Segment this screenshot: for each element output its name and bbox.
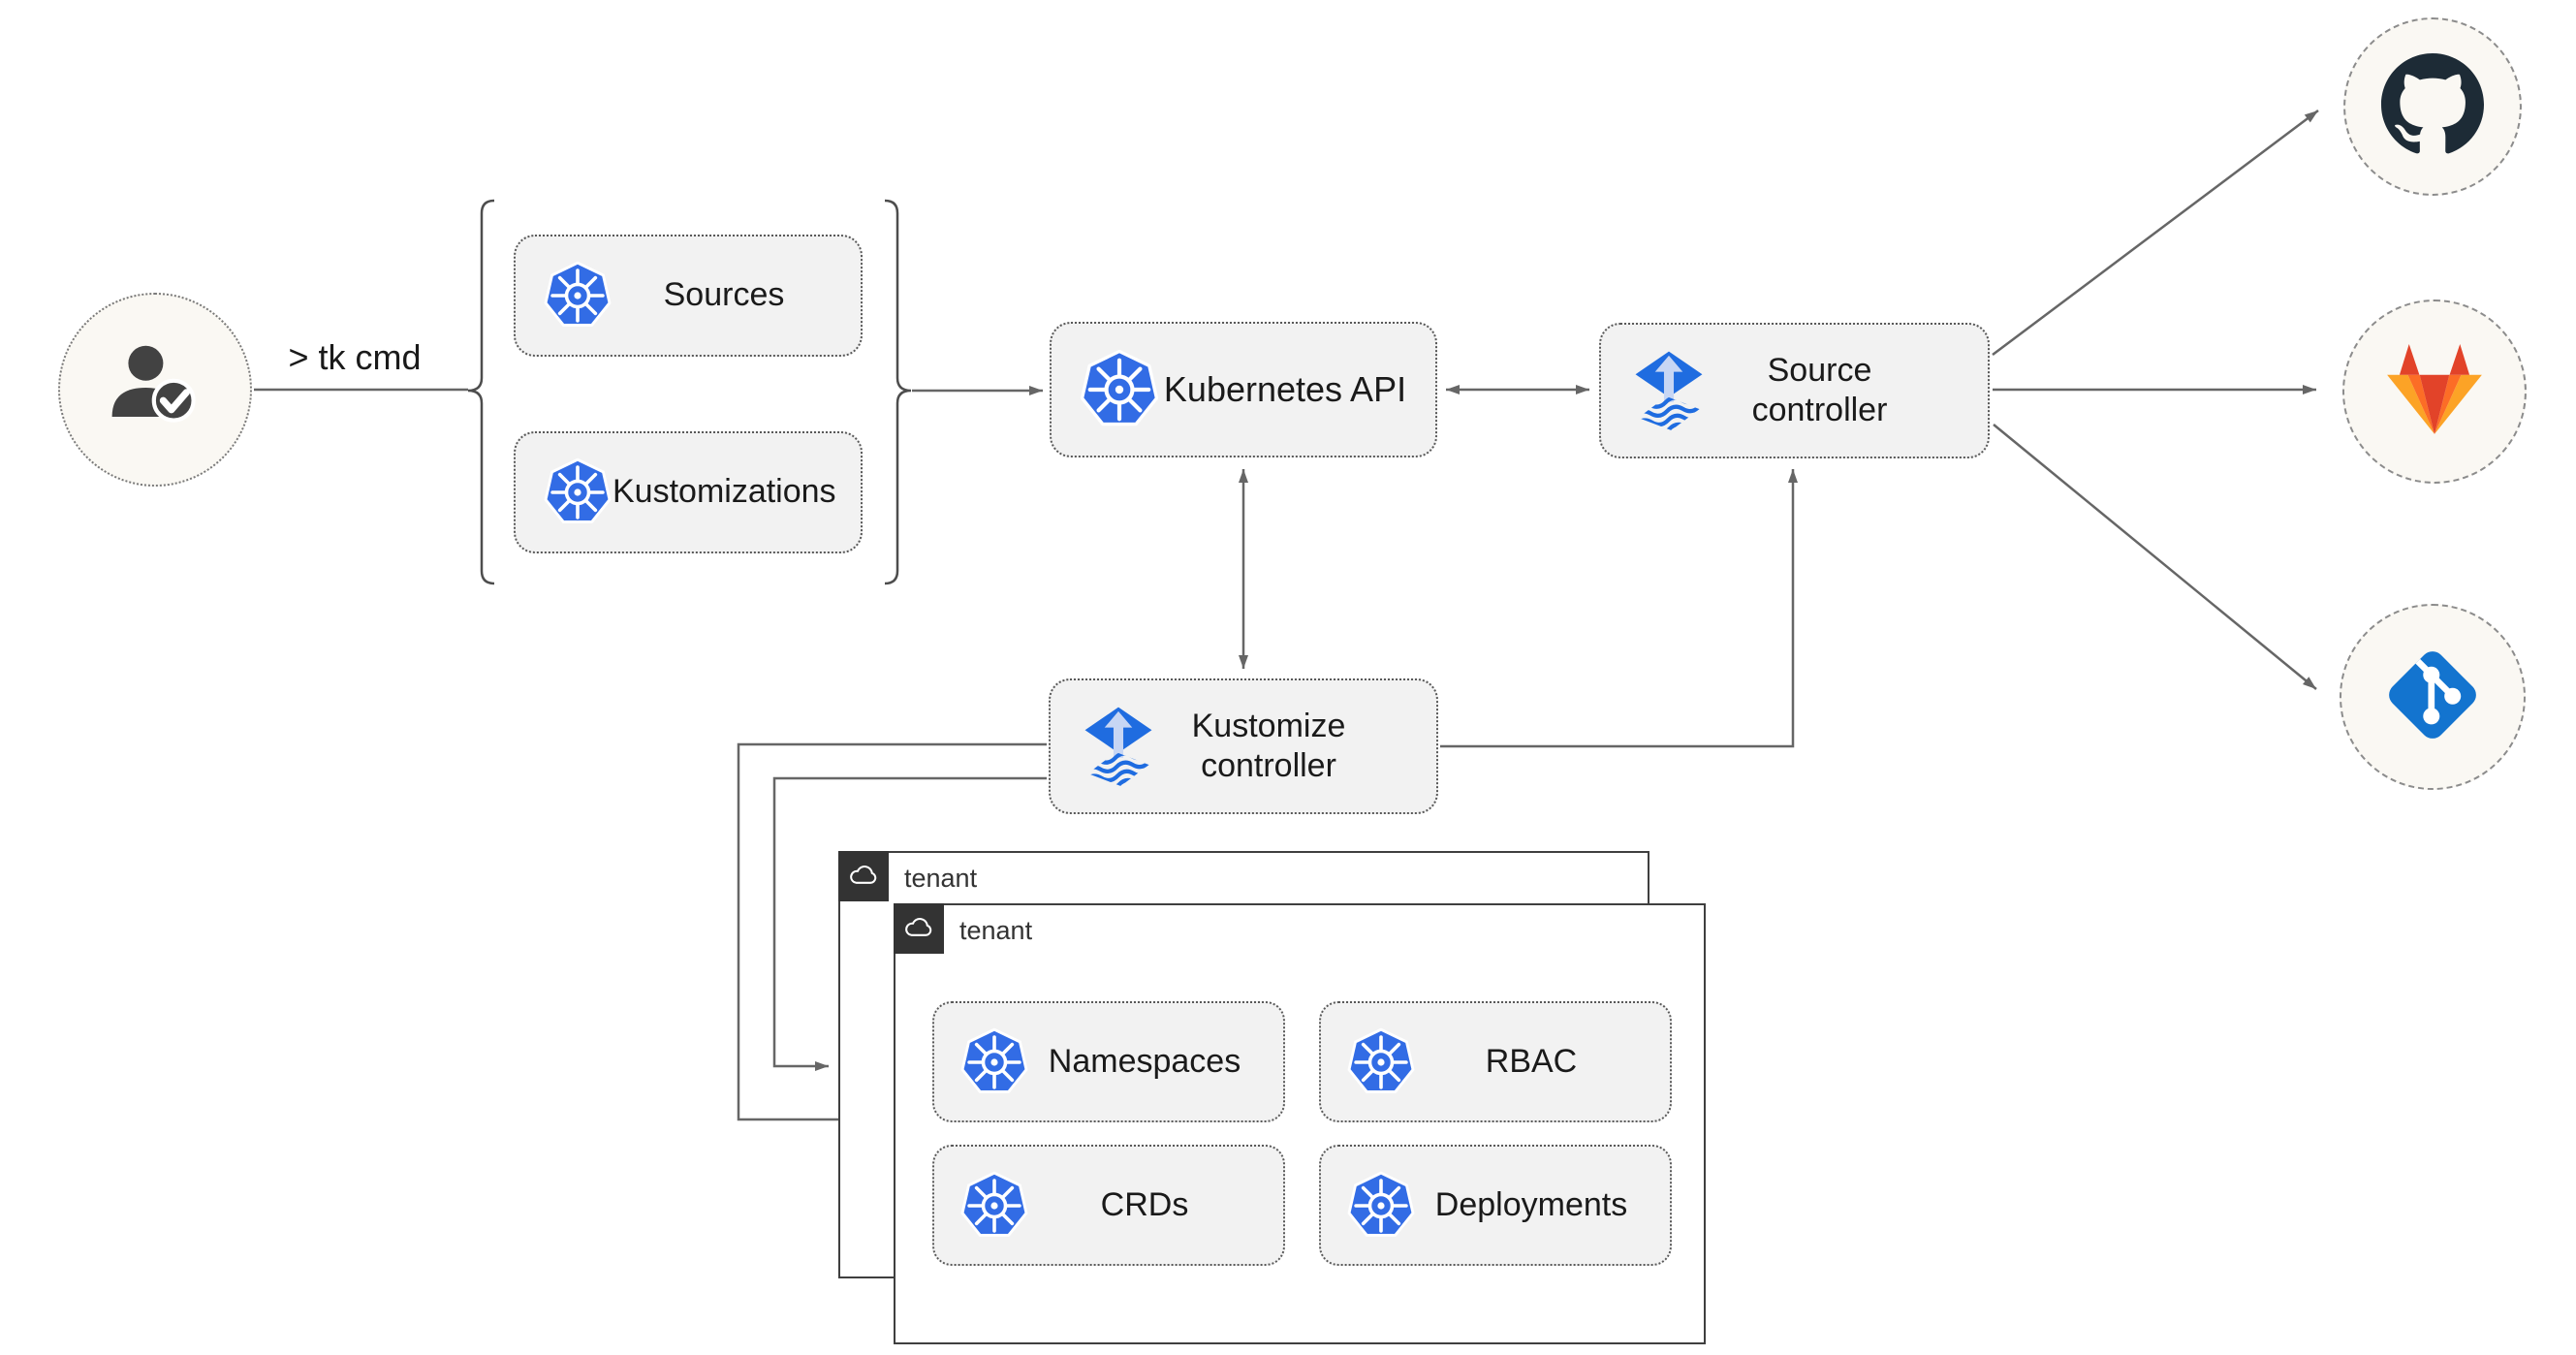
github-icon xyxy=(2381,52,2484,161)
gitlab-icon xyxy=(2381,339,2488,445)
bracket-left xyxy=(467,199,495,585)
kubernetes-icon xyxy=(959,1027,1029,1097)
edge-kustomize-to-source-controller xyxy=(1440,469,1798,748)
gitlab-node xyxy=(2342,299,2527,484)
tenant-back-label: tenant xyxy=(904,863,978,893)
deployments-node: Deployments xyxy=(1319,1145,1672,1266)
git-node xyxy=(2340,604,2526,790)
edge-source-controller-to-git xyxy=(1993,424,2317,690)
tenant-front-label: tenant xyxy=(959,915,1033,945)
source-controller-node: Source controller xyxy=(1599,323,1990,458)
bracket-right xyxy=(884,199,912,585)
kubernetes-icon xyxy=(1079,349,1160,430)
namespaces-label: Namespaces xyxy=(1048,1043,1241,1080)
kubernetes-icon xyxy=(543,457,613,527)
user-node xyxy=(58,293,252,487)
sources-label: Sources xyxy=(663,276,785,314)
kustomize-controller-label: Kustomize controller xyxy=(1191,707,1346,784)
cloud-icon xyxy=(893,902,944,954)
kubernetes-icon xyxy=(543,261,613,331)
crds-label: CRDs xyxy=(1100,1186,1189,1223)
crds-node: CRDs xyxy=(932,1145,1285,1266)
cloud-icon xyxy=(837,850,889,901)
edge-source-controller-to-github xyxy=(1992,110,2319,356)
user-check-icon xyxy=(97,330,213,451)
github-node xyxy=(2343,17,2522,196)
tk-cmd-label: > tk cmd xyxy=(288,337,422,377)
flux-icon xyxy=(1628,350,1710,431)
tenant-box-front: tenant Namespaces xyxy=(893,902,1706,1344)
git-icon xyxy=(2378,641,2487,754)
kubernetes-icon xyxy=(1346,1027,1416,1097)
kubernetes-api-label: Kubernetes API xyxy=(1163,369,1407,410)
source-controller-label: Source controller xyxy=(1751,351,1888,428)
kubernetes-icon xyxy=(1346,1171,1416,1241)
kubernetes-icon xyxy=(959,1171,1029,1241)
kustomizations-node: Kustomizations xyxy=(514,431,863,553)
kubernetes-api-node: Kubernetes API xyxy=(1050,322,1437,457)
edge-kustomize-to-tenant-back xyxy=(772,776,1047,1071)
edge-kustomize-to-tenant-front xyxy=(737,742,1047,1124)
rbac-node: RBAC xyxy=(1319,1001,1672,1122)
rbac-label: RBAC xyxy=(1485,1043,1578,1080)
kustomize-controller-node: Kustomize controller xyxy=(1049,678,1438,814)
kustomizations-label: Kustomizations xyxy=(613,473,836,511)
namespaces-node: Namespaces xyxy=(932,1001,1285,1122)
deployments-label: Deployments xyxy=(1434,1186,1628,1223)
sources-node: Sources xyxy=(514,235,863,357)
flux-icon xyxy=(1078,706,1159,787)
